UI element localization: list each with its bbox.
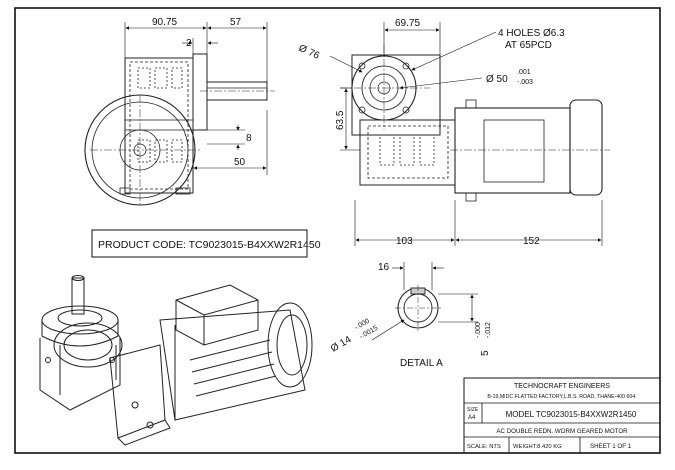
product-code-box (91, 229, 308, 258)
title-model: MODEL TC9023015-B4XXW2R1450 (506, 410, 637, 419)
title-weight: WEIGHT:8.420 KG (513, 444, 562, 450)
dim-69-75: 69.75 (395, 18, 420, 29)
dim-holes-line2: AT 65PCD (505, 40, 552, 51)
dim-5-tol-lower: -.012 (485, 322, 492, 338)
title-block (463, 377, 661, 454)
dim-50: 50 (234, 157, 246, 168)
detail-a-label: DETAIL A (400, 358, 443, 369)
dim-16: 16 (378, 262, 390, 273)
dim-8: 8 (246, 133, 252, 144)
dim-57: 57 (230, 17, 242, 28)
dim-152: 152 (523, 236, 540, 247)
dim-90-75: 90.75 (152, 17, 177, 28)
front-view (340, 45, 610, 202)
dim-2: 2 (186, 38, 192, 49)
sheet-border (14, 7, 661, 454)
dim-phi76: Ø 76 (297, 43, 322, 62)
dim-103: 103 (396, 236, 413, 247)
title-description: AC DOUBLE REDN. WORM GEARED MOTOR (496, 428, 628, 435)
title-sheet: SHEET 1 OF 1 (590, 443, 632, 450)
detail-a-view (395, 285, 442, 332)
title-company: TECHNOCRAFT ENGINEERS (514, 383, 610, 390)
title-size-value: A4 (468, 415, 476, 421)
dim-5: 5 (480, 350, 491, 356)
title-size-label: SIZE (467, 407, 479, 413)
dim-5-tol-upper: -.000 (475, 322, 482, 338)
dim-phi50-tol-lower: -.003 (517, 79, 533, 86)
title-scale: SCALE: NTS (467, 444, 501, 450)
detail-a-dimensions (371, 262, 478, 341)
side-view-dimensions (124, 22, 268, 175)
title-address: B-19,MIDC FLATTED FACTORY,L.B.S. ROAD, T… (487, 394, 636, 400)
dim-holes-line1: 4 HOLES Ø6.3 (498, 28, 565, 39)
dim-phi50-tol-upper: .001 (517, 69, 531, 76)
front-view-dimensions (329, 22, 603, 246)
dim-phi14: Ø 14 (329, 334, 354, 355)
product-code: PRODUCT CODE: TC9023015-B4XXW2R1450 (98, 239, 321, 251)
side-view (84, 53, 275, 206)
dim-phi50: Ø 50 (486, 74, 508, 85)
isometric-view (39, 275, 313, 446)
dim-63-5: 63.5 (335, 110, 346, 130)
